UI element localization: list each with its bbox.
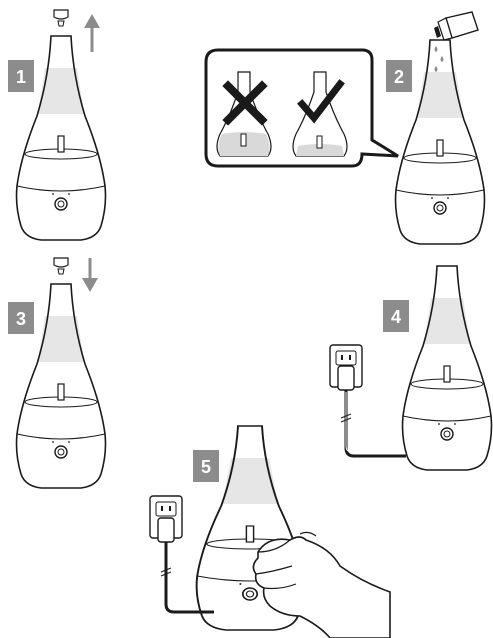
step-number-badge-5: 5 xyxy=(193,450,219,482)
step-2-panel: 2 xyxy=(206,12,485,244)
step-number-3: 3 xyxy=(16,309,26,329)
cap-removed xyxy=(54,10,68,26)
oil-bottle-icon xyxy=(434,12,478,40)
oil-drops xyxy=(435,46,444,72)
arrow-down-icon xyxy=(82,258,98,292)
arrow-up-icon xyxy=(84,14,100,52)
humidifier-step-4 xyxy=(403,266,492,470)
step-1-panel: 1 xyxy=(8,10,106,240)
power-plug-icon xyxy=(158,518,174,542)
step-number-badge-4: 4 xyxy=(383,300,409,332)
step-number-5: 5 xyxy=(201,457,211,477)
step-number-2: 2 xyxy=(394,67,404,87)
power-cord xyxy=(346,390,406,456)
step-4-panel: 4 xyxy=(330,266,492,470)
step-number-4: 4 xyxy=(391,307,401,327)
power-cord xyxy=(166,542,214,612)
hand-icon xyxy=(253,532,390,638)
step-number-badge-2: 2 xyxy=(386,60,412,92)
power-plug-icon xyxy=(338,366,354,390)
step-number-badge-3: 3 xyxy=(8,302,34,334)
step-number-1: 1 xyxy=(16,67,26,87)
step-number-badge-1: 1 xyxy=(8,60,34,92)
step-3-panel: 3 xyxy=(8,258,106,488)
fill-level-inset xyxy=(206,50,398,166)
step-5-panel: 5 xyxy=(150,426,390,638)
cap-replaced xyxy=(54,258,68,274)
